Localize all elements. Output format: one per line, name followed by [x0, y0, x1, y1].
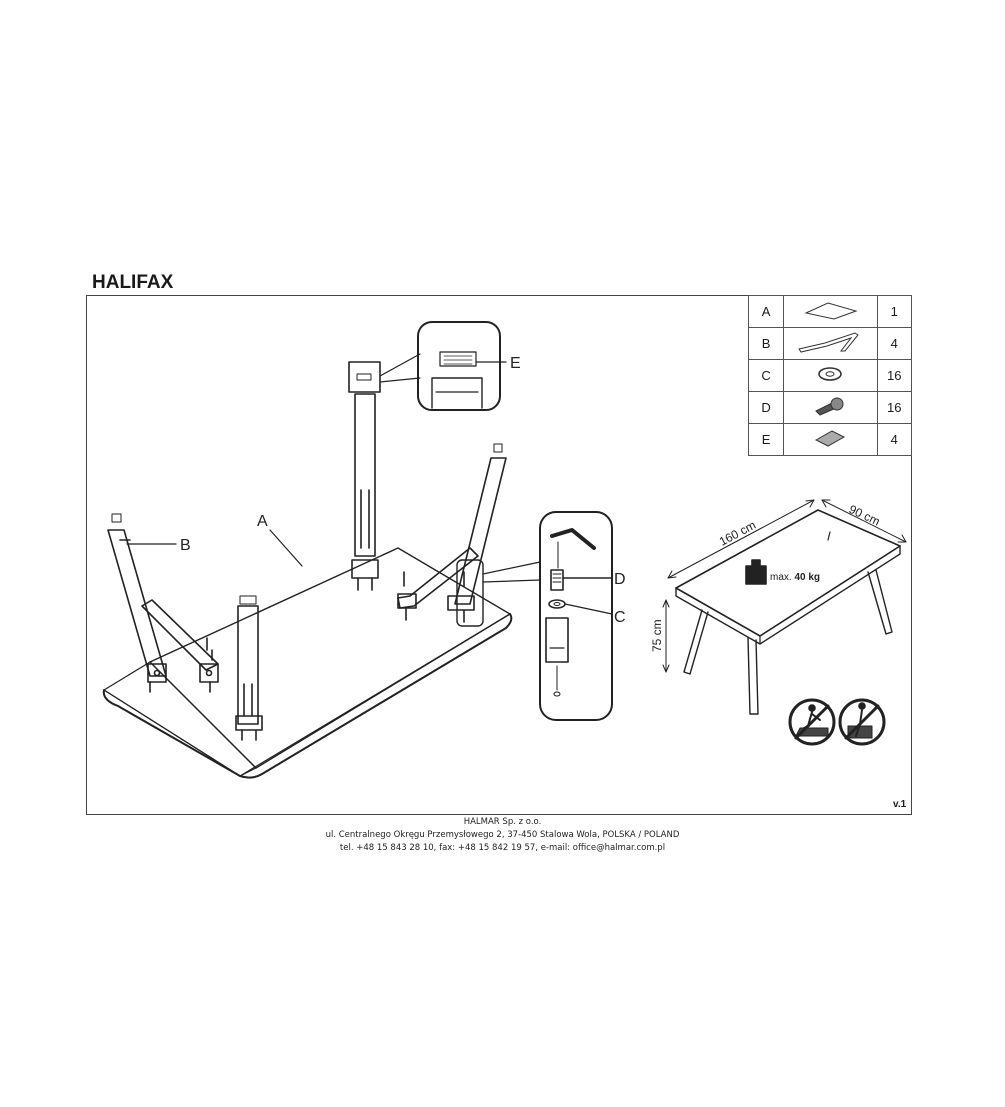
footer-contact: tel. +48 15 843 28 10, fax: +48 15 842 1…	[339, 843, 666, 853]
detail-cd-box	[539, 511, 613, 721]
callout-d-label: D	[614, 571, 626, 588]
tabletop-panel	[102, 547, 513, 779]
no-sitting-on-table-icon	[838, 698, 886, 746]
part-quantity: 4	[876, 327, 913, 360]
part-illustration	[783, 359, 878, 392]
callout-c-leader	[564, 603, 613, 615]
part-quantity: 1	[876, 295, 913, 328]
part-letter: B	[747, 327, 785, 360]
part-quantity: 16	[876, 359, 913, 392]
callout-a-label: A	[257, 513, 268, 530]
washer-icon	[818, 367, 843, 381]
part-illustration	[783, 423, 878, 456]
callout-e-label: E	[510, 355, 521, 372]
callout-b-label: B	[180, 537, 191, 554]
leg-frame-b-right	[397, 443, 507, 623]
part-letter: C	[747, 359, 785, 392]
detail-e-box	[417, 321, 501, 411]
dimension-length: 160 cm	[717, 518, 758, 549]
parts-row: C 16	[747, 359, 913, 392]
parts-row: A 1	[747, 295, 913, 328]
part-illustration	[783, 391, 878, 424]
leg-frame-back	[348, 361, 381, 591]
detail-highlight-box	[456, 559, 484, 627]
footer: HALMAR Sp. z o.o. ul. Centralnego Okręgu…	[0, 816, 1005, 855]
part-illustration	[783, 295, 878, 328]
parts-row: B 4	[747, 327, 913, 360]
part-quantity: 4	[876, 423, 913, 456]
dimension-height: 75 cm	[650, 619, 664, 652]
tabletop-icon	[804, 302, 859, 320]
felt-pad-icon	[815, 430, 846, 447]
part-quantity: 16	[876, 391, 913, 424]
part-illustration	[783, 327, 878, 360]
parts-row: E 4	[747, 423, 913, 456]
part-letter: A	[747, 295, 785, 328]
parts-row: D 16	[747, 391, 913, 424]
callout-c-label: C	[614, 609, 626, 626]
leg-frame-icon	[798, 332, 860, 353]
callout-a-leader	[269, 529, 303, 567]
instruction-frame	[86, 295, 912, 815]
leg-frame-front	[235, 595, 263, 741]
footer-company: HALMAR Sp. z o.o.	[463, 817, 542, 827]
bolt-icon	[815, 397, 844, 416]
assembled-table	[662, 499, 907, 715]
leg-frame-b-left	[107, 513, 219, 693]
weight-icon	[745, 559, 767, 585]
no-standing-on-table-icon	[788, 698, 836, 746]
parts-table: A 1 B 4 C 16 D	[747, 295, 913, 456]
part-letter: D	[747, 391, 785, 424]
part-letter: E	[747, 423, 785, 456]
max-load-label: max. 40 kg	[770, 572, 820, 583]
version-label: v.1	[893, 799, 907, 810]
document-title: HALIFAX	[92, 272, 174, 293]
footer-address: ul. Centralnego Okręgu Przemysłowego 2, …	[325, 830, 680, 840]
